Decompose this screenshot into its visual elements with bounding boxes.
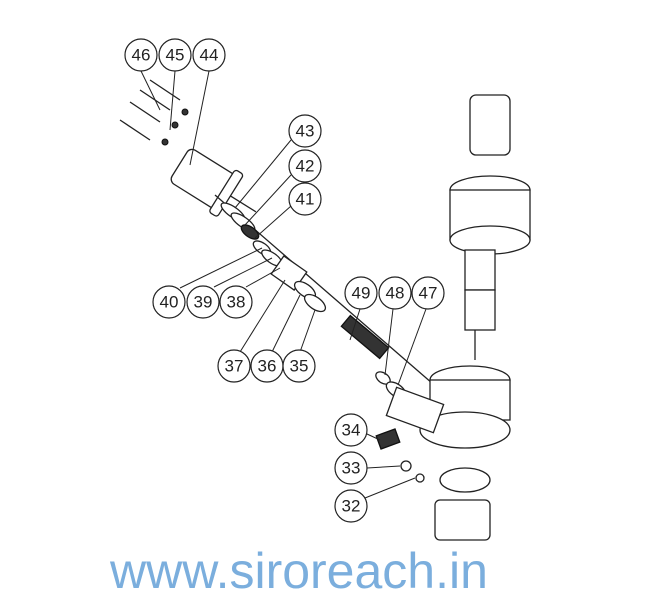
motor-housing [170, 148, 257, 217]
callout-32: 32 [334, 489, 368, 523]
svg-text:40: 40 [160, 293, 179, 312]
svg-text:49: 49 [352, 284, 371, 303]
callout-40: 40 [152, 285, 186, 319]
svg-text:33: 33 [342, 459, 361, 478]
callout-45: 45 [158, 38, 192, 72]
parts-drawing [119, 79, 531, 541]
callout-36: 36 [250, 349, 284, 383]
callout-34: 34 [334, 413, 368, 447]
svg-text:36: 36 [258, 357, 277, 376]
callout-43: 43 [288, 114, 322, 148]
svg-text:46: 46 [132, 46, 151, 65]
svg-text:41: 41 [296, 190, 315, 209]
callout-46: 46 [124, 38, 158, 72]
input-shaft-assembly [214, 194, 441, 399]
callout-48: 48 [378, 276, 412, 310]
callout-39: 39 [186, 285, 220, 319]
svg-text:47: 47 [419, 284, 438, 303]
svg-text:38: 38 [227, 293, 246, 312]
callout-38: 38 [219, 285, 253, 319]
svg-text:43: 43 [296, 122, 315, 141]
callout-44: 44 [192, 38, 226, 72]
svg-text:45: 45 [166, 46, 185, 65]
svg-text:34: 34 [342, 421, 361, 440]
svg-text:44: 44 [200, 46, 219, 65]
callout-47: 47 [411, 276, 445, 310]
hub-assembly [375, 94, 531, 541]
callout-41: 41 [288, 182, 322, 216]
leader-lines [140, 70, 427, 499]
callout-42: 42 [288, 149, 322, 183]
bolts-icon [119, 79, 189, 146]
callout-33: 33 [334, 451, 368, 485]
svg-text:48: 48 [386, 284, 405, 303]
callout-37: 37 [217, 349, 251, 383]
svg-text:35: 35 [290, 357, 309, 376]
callout-35: 35 [282, 349, 316, 383]
svg-text:42: 42 [296, 157, 315, 176]
watermark: www.siroreach.in [109, 543, 488, 599]
callout-49: 49 [344, 276, 378, 310]
svg-text:39: 39 [194, 293, 213, 312]
svg-text:37: 37 [225, 357, 244, 376]
svg-text:32: 32 [342, 497, 361, 516]
